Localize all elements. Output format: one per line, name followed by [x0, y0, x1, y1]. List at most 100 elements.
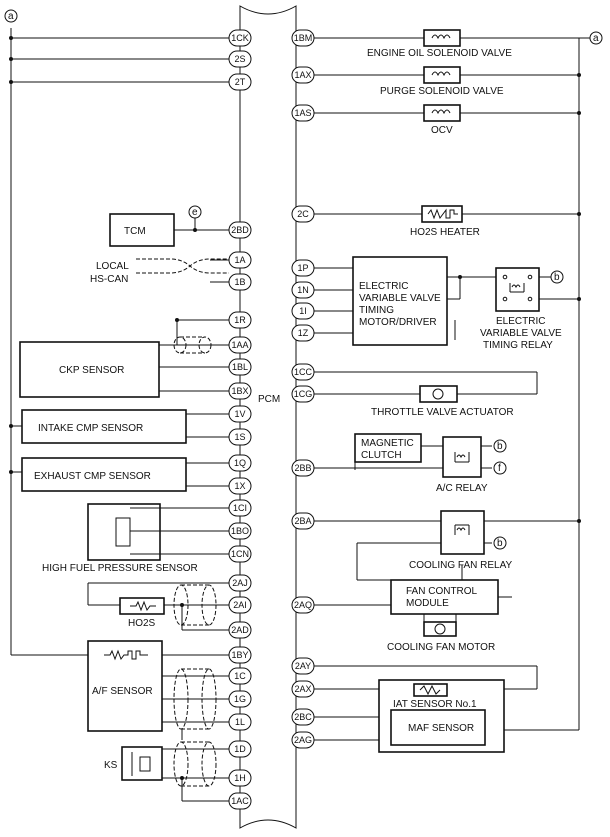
engine-oil-solenoid-label: ENGINE OIL SOLENOID VALVE [367, 48, 512, 59]
pcm-pin-left-26: 1AC [228, 792, 252, 810]
cooling-fan-motor-label: COOLING FAN MOTOR [387, 642, 495, 653]
connector-e [188, 205, 202, 219]
pcm-pin-left-16: 1CN [228, 545, 252, 563]
connector-f-label: f [498, 463, 501, 474]
pcm-pin-right-11: 2BA [291, 512, 315, 530]
pcm-pin-left-label: 1CI [233, 503, 247, 513]
pcm-pin-left-20: 1BY [228, 646, 252, 664]
pcm-pin-left-label: 2S [234, 54, 245, 64]
connector-a-left-label: a [8, 11, 14, 22]
ks-box: KS [104, 746, 163, 781]
pcm-pin-left-label: 1BX [231, 386, 248, 396]
pcm-pin-left-label: 1G [234, 694, 246, 704]
pcm-pin-right-label: 1N [297, 285, 309, 295]
pcm-pin-left-label: 1B [234, 277, 245, 287]
pcm-pin-right-6: 1I [291, 302, 315, 320]
left-wiring [9, 36, 229, 802]
pcm-right-pins: 1BM 1AX 1AS 2C 1P 1N 1I 1Z 1CC 1CG 2BB 2BA 2AQ 2AY 2AX… [291, 29, 315, 749]
pcm-pin-left-label: 2BD [231, 225, 249, 235]
pcm-pin-left-label: 2T [235, 77, 246, 87]
pcm-pin-left-2: 2T [228, 73, 252, 91]
connector-b-fan-label: b [497, 538, 503, 549]
pcm-pin-left-6: 1R [228, 311, 252, 329]
pcm-pin-left-5: 1B [228, 273, 252, 291]
high-fuel-pressure-sensor-box: HIGH FUEL PRESSURE SENSOR [42, 503, 198, 574]
pcm-pin-right-2: 1AS [291, 104, 315, 122]
pcm-pin-left-18: 2AI [228, 596, 252, 614]
evvt-driver-line-3: TIMING [359, 305, 394, 316]
magnetic-clutch-line-1: MAGNETIC [361, 438, 414, 449]
throttle-valve-actuator: THROTTLE VALVE ACTUATOR [371, 385, 514, 418]
ocv: OCV [423, 104, 461, 136]
ho2s-heater: HO2S HEATER [410, 205, 480, 238]
magnetic-clutch-line-2: CLUTCH [361, 450, 402, 461]
pcm-pin-left-label: 1X [234, 481, 245, 491]
pcm-pin-left-12: 1Q [228, 454, 252, 472]
pcm-pin-left-label: 2AI [233, 600, 247, 610]
pcm-pin-right-label: 2BC [294, 712, 312, 722]
pcm-pin-right-label: 1BM [294, 33, 313, 43]
pcm-pin-left-label: 1R [234, 315, 246, 325]
pcm-pin-left-21: 1C [228, 667, 252, 685]
tcm-box: TCM [109, 213, 175, 247]
pcm-pin-right-5: 1N [291, 281, 315, 299]
pcm-pin-left-11: 1S [228, 428, 252, 446]
pcm-pin-right-10: 2BB [291, 459, 315, 477]
connector-b-ac [493, 439, 507, 453]
purge-solenoid-label: PURGE SOLENOID VALVE [380, 86, 504, 97]
evvt-relay-line-2: VARIABLE VALVE [480, 328, 562, 339]
pcm-pin-left-24: 1D [228, 740, 252, 758]
evvt-relay-line-3: TIMING RELAY [483, 340, 553, 351]
pcm-pin-right-label: 2C [297, 209, 309, 219]
pcm-pin-left-22: 1G [228, 690, 252, 708]
pcm-pin-left-label: 1A [234, 255, 245, 265]
pcm-pin-right-label: 2AX [294, 684, 311, 694]
pcm-pin-left-23: 1L [228, 713, 252, 731]
maf-iat-assembly: IAT SENSOR No.1 MAF SENSOR [378, 679, 505, 753]
ho2s-box: HO2S [119, 597, 165, 629]
pcm-pin-left-label: 1H [234, 773, 246, 783]
pcm-pin-left-1: 2S [228, 50, 252, 68]
evvt-driver-line-1: ELECTRIC [359, 281, 408, 292]
pcm-pin-left-label: 1AC [231, 796, 249, 806]
pcm-pin-left-0: 1CK [228, 29, 252, 47]
pcm-pin-right-label: 2AG [294, 735, 312, 745]
pcm-pin-left-3: 2BD [228, 221, 252, 239]
connector-b-evvt [550, 270, 564, 284]
ckp-sensor-box: CKP SENSOR [19, 341, 160, 398]
pcm-pin-right-label: 1Z [298, 328, 309, 338]
pcm-pin-right-label: 1CG [294, 389, 313, 399]
pcm-left-pins: 1CK2S2T2BD1A1B1R1AA1BL1BX1V1S1Q1X1CI1BO1… [228, 29, 252, 810]
maf-sensor-label: MAF SENSOR [408, 723, 474, 734]
pcm-pin-right-15: 2BC [291, 708, 315, 726]
pcm-pin-left-label: 1CK [231, 33, 249, 43]
pcm-body [239, 5, 297, 829]
ac-relay: A/C RELAY [436, 436, 488, 494]
connector-b-evvt-label: b [554, 272, 560, 283]
pcm-pin-right-12: 2AQ [291, 596, 315, 614]
ho2s-heater-label: HO2S HEATER [410, 227, 480, 238]
ho2s-label: HO2S [128, 618, 156, 629]
pcm-pin-right-14: 2AX [291, 680, 315, 698]
pcm-pin-left-label: 1Q [234, 458, 246, 468]
pcm-pin-right-label: 1CC [294, 367, 313, 377]
pcm-pin-left-15: 1BO [228, 522, 252, 540]
tcm-label: TCM [124, 226, 146, 237]
exhaust-cmp-sensor-box: EXHAUST CMP SENSOR [21, 457, 187, 492]
pcm-pin-right-label: 1P [297, 263, 308, 273]
pcm-pin-right-0: 1BM [291, 29, 315, 47]
connector-f [493, 461, 507, 475]
pcm-pin-left-label: 1AA [231, 340, 248, 350]
pcm-pin-right-label: 2AY [295, 661, 311, 671]
connector-a-left [4, 9, 18, 23]
pcm-pin-left-14: 1CI [228, 499, 252, 517]
pcm-pin-right-7: 1Z [291, 324, 315, 342]
connector-b-ac-label: b [497, 441, 503, 452]
cooling-fan-relay-label: COOLING FAN RELAY [409, 560, 513, 571]
pcm-pin-right-1: 1AX [291, 66, 315, 84]
pcm-pin-right-label: 1I [299, 306, 307, 316]
magnetic-clutch-box: MAGNETIC CLUTCH [354, 433, 422, 470]
fan-control-module-box: FAN CONTROL MODULE [390, 579, 499, 615]
pcm-pin-left-label: 2AJ [232, 578, 248, 588]
intake-cmp-sensor-label: INTAKE CMP SENSOR [38, 423, 143, 434]
